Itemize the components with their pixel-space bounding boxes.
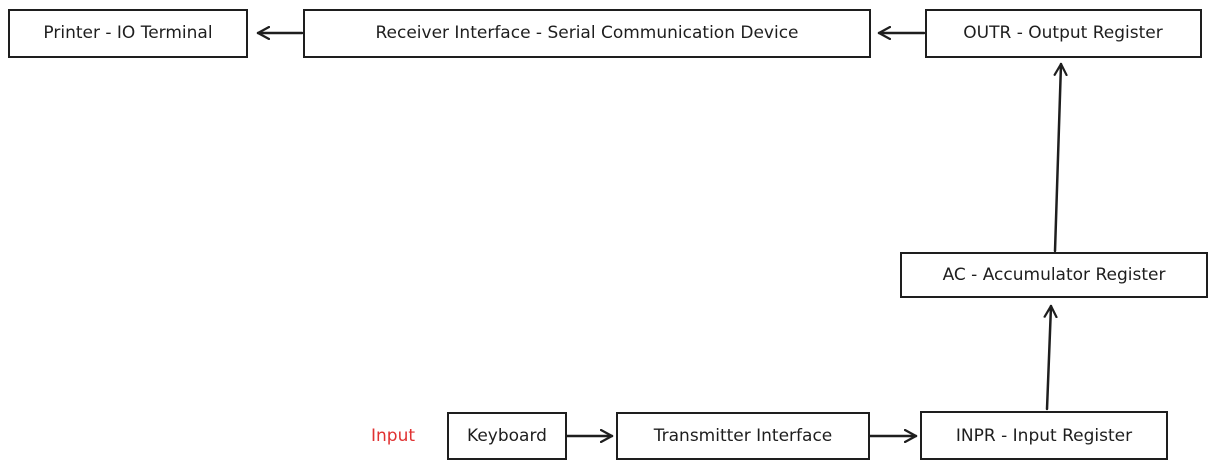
node-outr: OUTR - Output Register (925, 9, 1202, 58)
node-label: AC - Accumulator Register (943, 265, 1166, 285)
node-transmitter-interface: Transmitter Interface (616, 412, 870, 460)
node-label: Transmitter Interface (653, 426, 833, 446)
node-printer: Printer - IO Terminal (8, 9, 248, 58)
node-inpr: INPR - Input Register (920, 411, 1168, 460)
edges (256, 33, 1061, 436)
node-label: OUTR - Output Register (963, 23, 1162, 43)
node-label: Receiver Interface - Serial Communicatio… (375, 23, 798, 43)
edge-ac-to-outr (1055, 62, 1061, 253)
node-receiver-interface: Receiver Interface - Serial Communicatio… (303, 9, 871, 58)
edge-inpr-to-ac (1047, 304, 1051, 411)
node-label: Keyboard (467, 426, 547, 446)
input-label: Input (371, 426, 415, 446)
node-label: INPR - Input Register (956, 426, 1132, 446)
node-label: Printer - IO Terminal (43, 23, 212, 43)
node-keyboard: Keyboard (447, 412, 567, 460)
node-ac: AC - Accumulator Register (900, 252, 1208, 298)
